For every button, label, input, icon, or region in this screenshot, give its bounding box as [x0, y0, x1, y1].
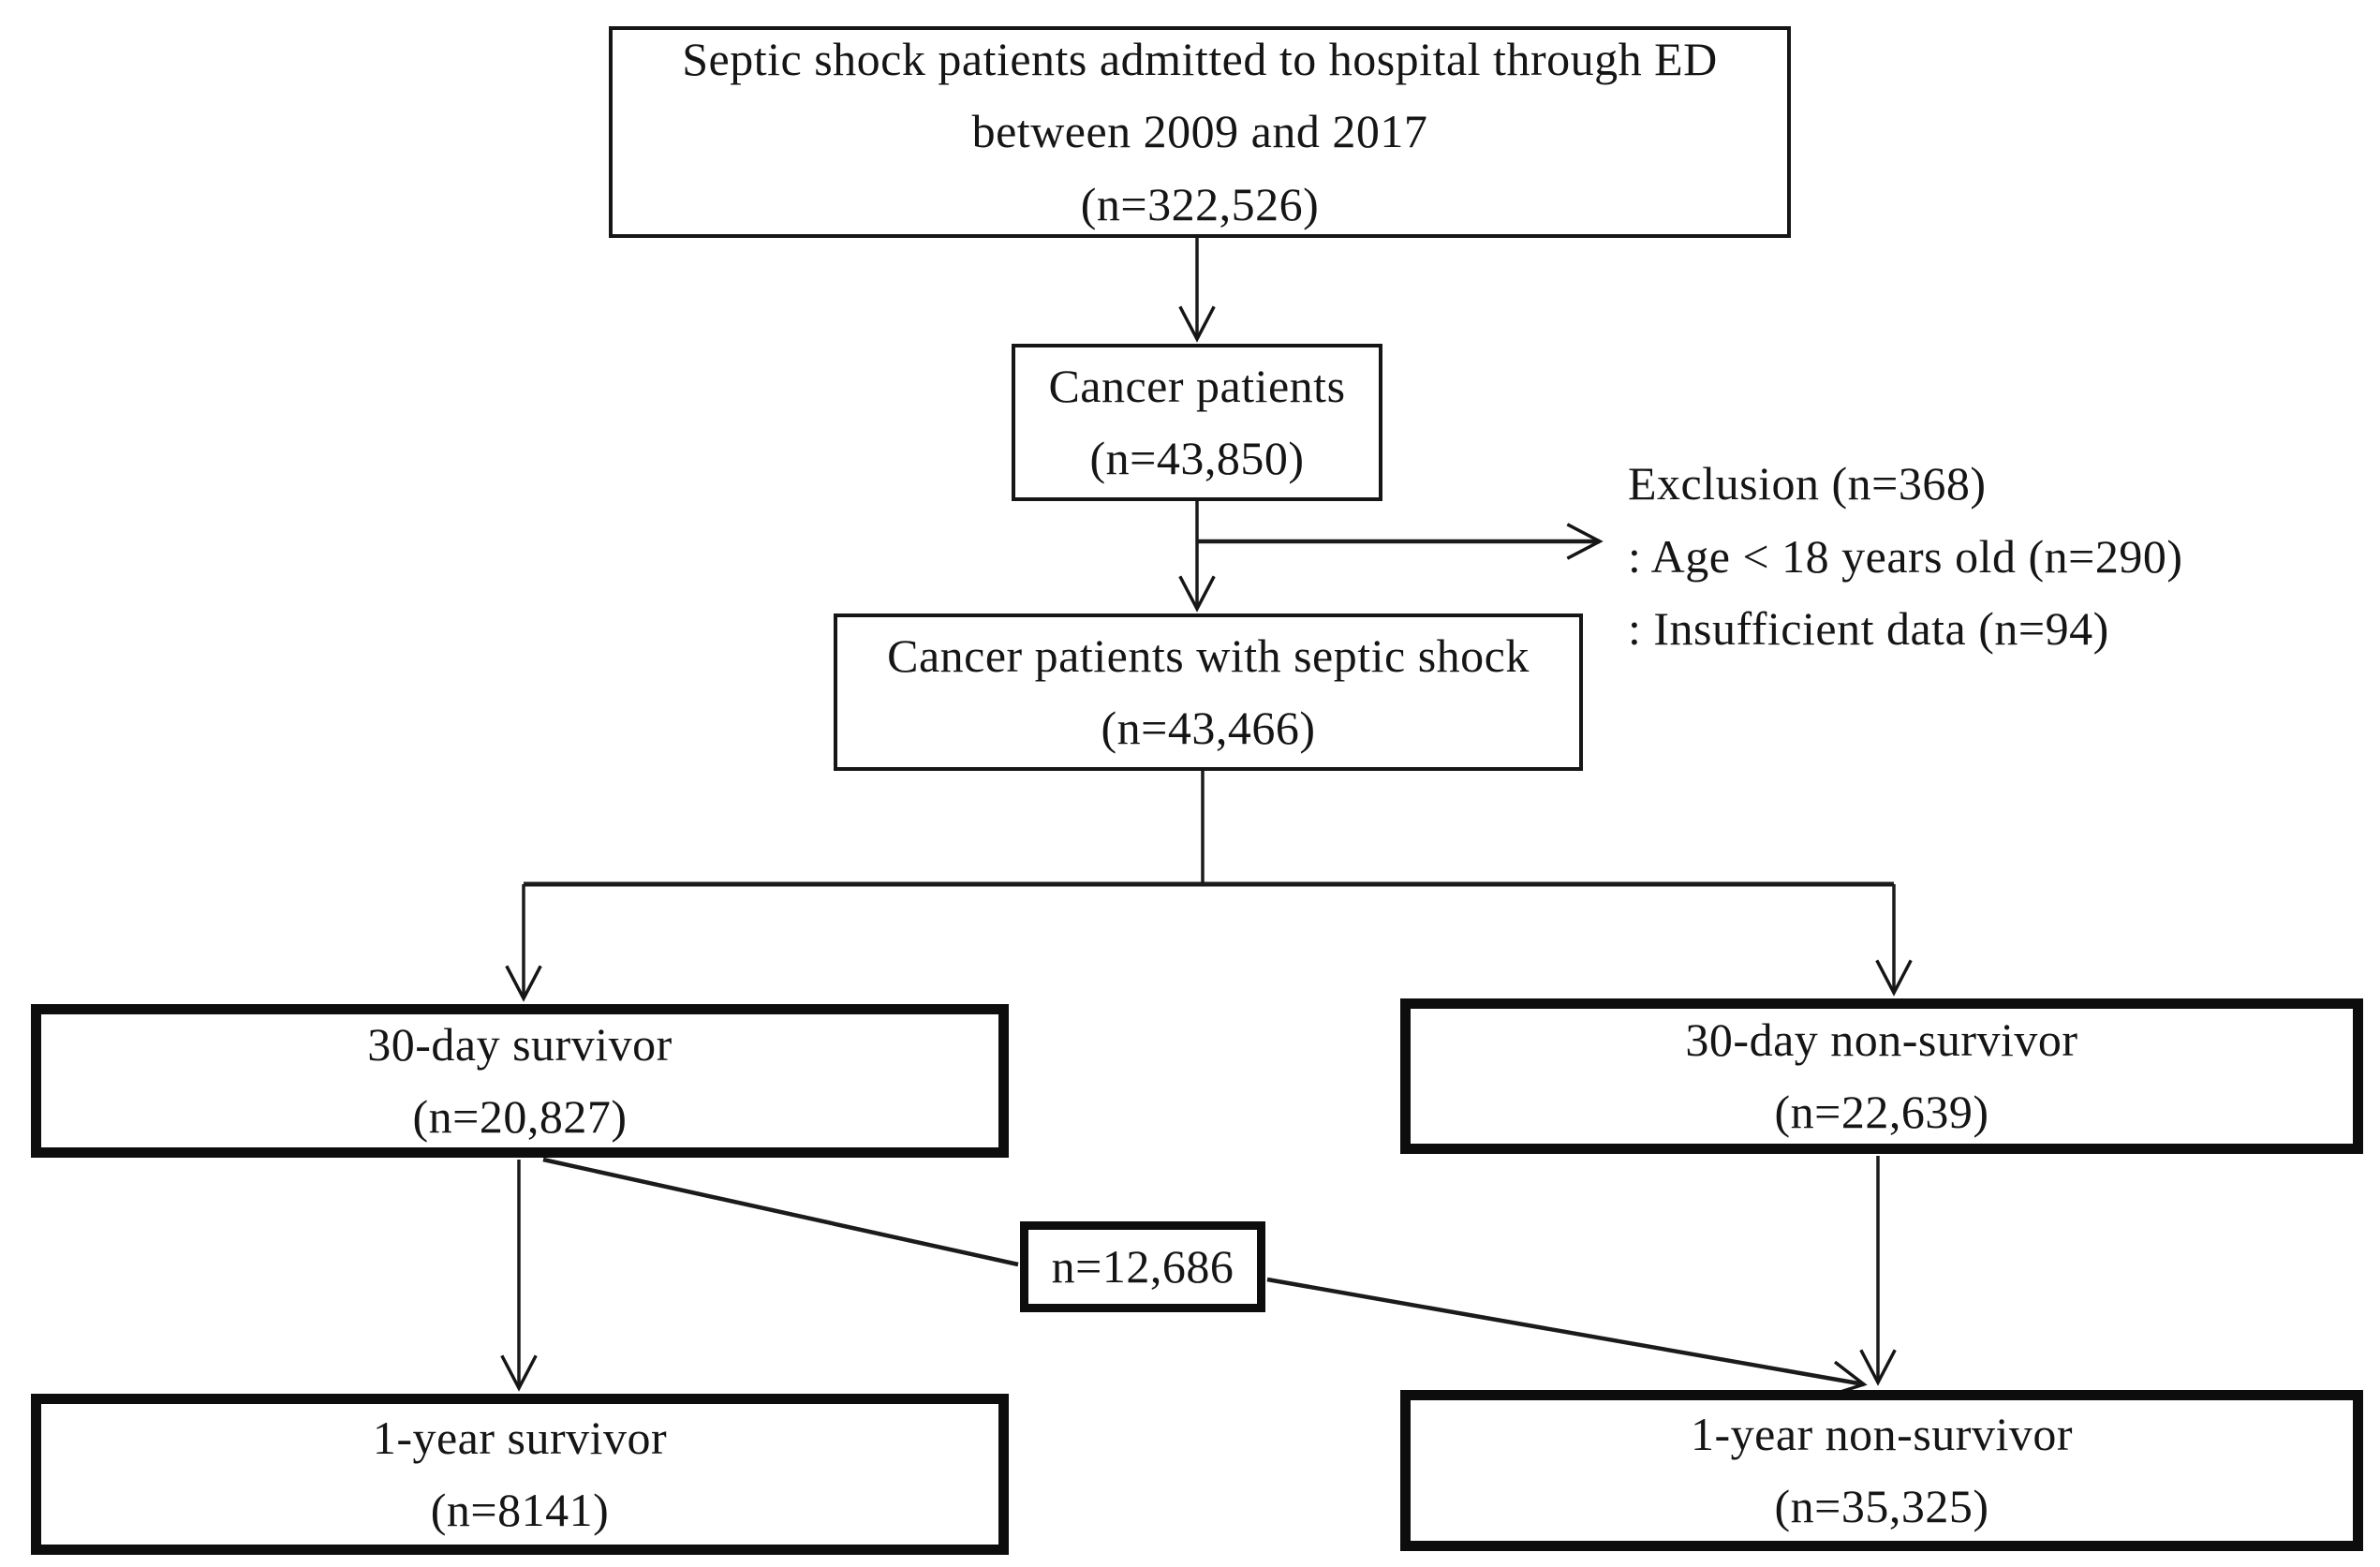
box-30day-nonsurvivor: 30-day non-survivor (n=22,639): [1400, 998, 2363, 1154]
box-text-line: 30-day survivor: [367, 1017, 673, 1071]
box-cancer-patients: Cancer patients (n=43,850): [1012, 344, 1382, 501]
text-exclusion-note: Exclusion (n=368) : Age < 18 years old (…: [1628, 448, 2340, 666]
box-text-line: (n=322,526): [1080, 177, 1320, 230]
box-1year-nonsurvivor: 1-year non-survivor (n=35,325): [1400, 1390, 2363, 1551]
arrow-crossover-to-1year-nonsurvivor: [1266, 1277, 1868, 1397]
box-text-line: (n=8141): [430, 1484, 610, 1536]
box-text-line: (n=22,639): [1774, 1086, 1989, 1138]
box-text-line: (n=35,325): [1774, 1480, 1989, 1532]
box-text-line: (n=43,466): [1101, 702, 1316, 754]
line-30day-survivor-to-crossover: [542, 1157, 1019, 1267]
exclusion-item-age: : Age < 18 years old (n=290): [1628, 529, 2183, 583]
box-cancer-septic-shock: Cancer patients with septic shock (n=43,…: [834, 613, 1583, 771]
box-text-line: 1-year non-survivor: [1691, 1407, 2073, 1460]
box-source-population: Septic shock patients admitted to hospit…: [609, 26, 1791, 238]
box-30day-survivor: 30-day survivor (n=20,827): [31, 1004, 1009, 1158]
box-1year-survivor: 1-year survivor (n=8141): [31, 1394, 1009, 1555]
box-text-line: between 2009 and 2017: [971, 105, 1428, 158]
box-text-line: 30-day non-survivor: [1685, 1013, 2078, 1066]
box-text-line: (n=43,850): [1089, 432, 1305, 484]
box-crossover-count: n=12,686: [1020, 1221, 1265, 1312]
box-text-line: 1-year survivor: [372, 1411, 668, 1464]
box-text-line: Septic shock patients admitted to hospit…: [682, 32, 1718, 85]
box-text-line: n=12,686: [1051, 1239, 1234, 1293]
box-text-line: (n=20,827): [412, 1090, 628, 1143]
box-text-line: Cancer patients with septic shock: [887, 628, 1530, 682]
box-text-line: Cancer patients: [1048, 359, 1346, 412]
exclusion-title: Exclusion (n=368): [1628, 457, 1987, 510]
exclusion-item-data: : Insufficient data (n=94): [1628, 602, 2109, 655]
